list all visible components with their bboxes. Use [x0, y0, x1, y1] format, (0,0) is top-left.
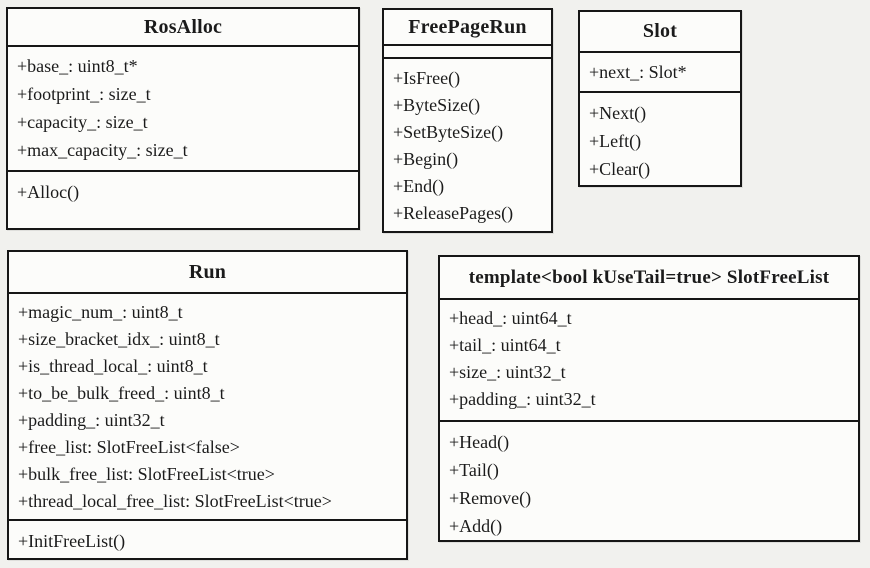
attribute-line: +thread_local_free_list: SlotFreeList<tr…	[18, 491, 332, 511]
methods-section-run: +InitFreeList()	[9, 521, 406, 558]
attributes-section-run: +magic_num_: uint8_t +size_bracket_idx_: …	[9, 294, 406, 521]
method-line: +ByteSize()	[393, 95, 481, 115]
methods-section-slot: +Next() +Left() +Clear()	[580, 93, 740, 185]
attribute-line: +next_: Slot*	[589, 62, 687, 82]
methods-section-slotfreelist: +Head() +Tail() +Remove() +Add()	[440, 422, 858, 540]
methods-section-rosalloc: +Alloc()	[8, 172, 358, 228]
method-line: +Next()	[589, 103, 647, 123]
class-box-run: Run +magic_num_: uint8_t +size_bracket_id…	[7, 250, 408, 560]
method-line: +InitFreeList()	[18, 531, 126, 551]
class-title-slot: Slot	[580, 12, 740, 53]
methods-section-freepagerun: +IsFree() +ByteSize() +SetByteSize() +Begin…	[384, 59, 551, 231]
attribute-line: +tail_: uint64_t	[449, 335, 561, 355]
method-line: +Left()	[589, 131, 642, 151]
attribute-line: +size_: uint32_t	[449, 362, 566, 382]
class-title-run: Run	[9, 252, 406, 294]
class-box-freepagerun: FreePageRun +IsFree() +ByteSize() +SetByte…	[382, 8, 553, 233]
attribute-line: +is_thread_local_: uint8_t	[18, 356, 208, 376]
class-title-rosalloc: RosAlloc	[8, 9, 358, 47]
method-line: +Clear()	[589, 159, 651, 179]
attributes-section-freepagerun	[384, 46, 551, 59]
class-box-slot: Slot +next_: Slot* +Next() +Left() +Clear(…	[578, 10, 742, 187]
attribute-line: +base_: uint8_t*	[17, 56, 138, 76]
class-box-slotfreelist: template<bool kUseTail=true> SlotFreeLis…	[438, 255, 860, 542]
attribute-line: +max_capacity_: size_t	[17, 140, 188, 160]
attribute-line: +head_: uint64_t	[449, 308, 572, 328]
attribute-line: +padding_: uint32_t	[449, 389, 596, 409]
attribute-line: +free_list: SlotFreeList<false>	[18, 437, 240, 457]
method-line: +IsFree()	[393, 68, 461, 88]
attribute-line: +capacity_: size_t	[17, 112, 148, 132]
class-title-slotfreelist: template<bool kUseTail=true> SlotFreeLis…	[440, 257, 858, 300]
attribute-line: +footprint_: size_t	[17, 84, 151, 104]
method-line: +SetByteSize()	[393, 122, 504, 142]
method-line: +Head()	[449, 432, 510, 452]
attributes-section-rosalloc: +base_: uint8_t* +footprint_: size_t +capa…	[8, 47, 358, 172]
method-line: +Alloc()	[17, 182, 80, 202]
method-line: +Tail()	[449, 460, 499, 480]
attribute-line: +size_bracket_idx_: uint8_t	[18, 329, 220, 349]
method-line: +ReleasePages()	[393, 203, 514, 223]
class-box-rosalloc: RosAlloc +base_: uint8_t* +footprint_: si…	[6, 7, 360, 230]
class-title-freepagerun: FreePageRun	[384, 10, 551, 46]
method-line: +Begin()	[393, 149, 459, 169]
attributes-section-slotfreelist: +head_: uint64_t +tail_: uint64_t +size_: …	[440, 300, 858, 422]
attribute-line: +magic_num_: uint8_t	[18, 302, 183, 322]
method-line: +Add()	[449, 516, 503, 536]
attributes-section-slot: +next_: Slot*	[580, 53, 740, 93]
attribute-line: +to_be_bulk_freed_: uint8_t	[18, 383, 225, 403]
method-line: +End()	[393, 176, 445, 196]
attribute-line: +bulk_free_list: SlotFreeList<true>	[18, 464, 275, 484]
attribute-line: +padding_: uint32_t	[18, 410, 165, 430]
method-line: +Remove()	[449, 488, 532, 508]
